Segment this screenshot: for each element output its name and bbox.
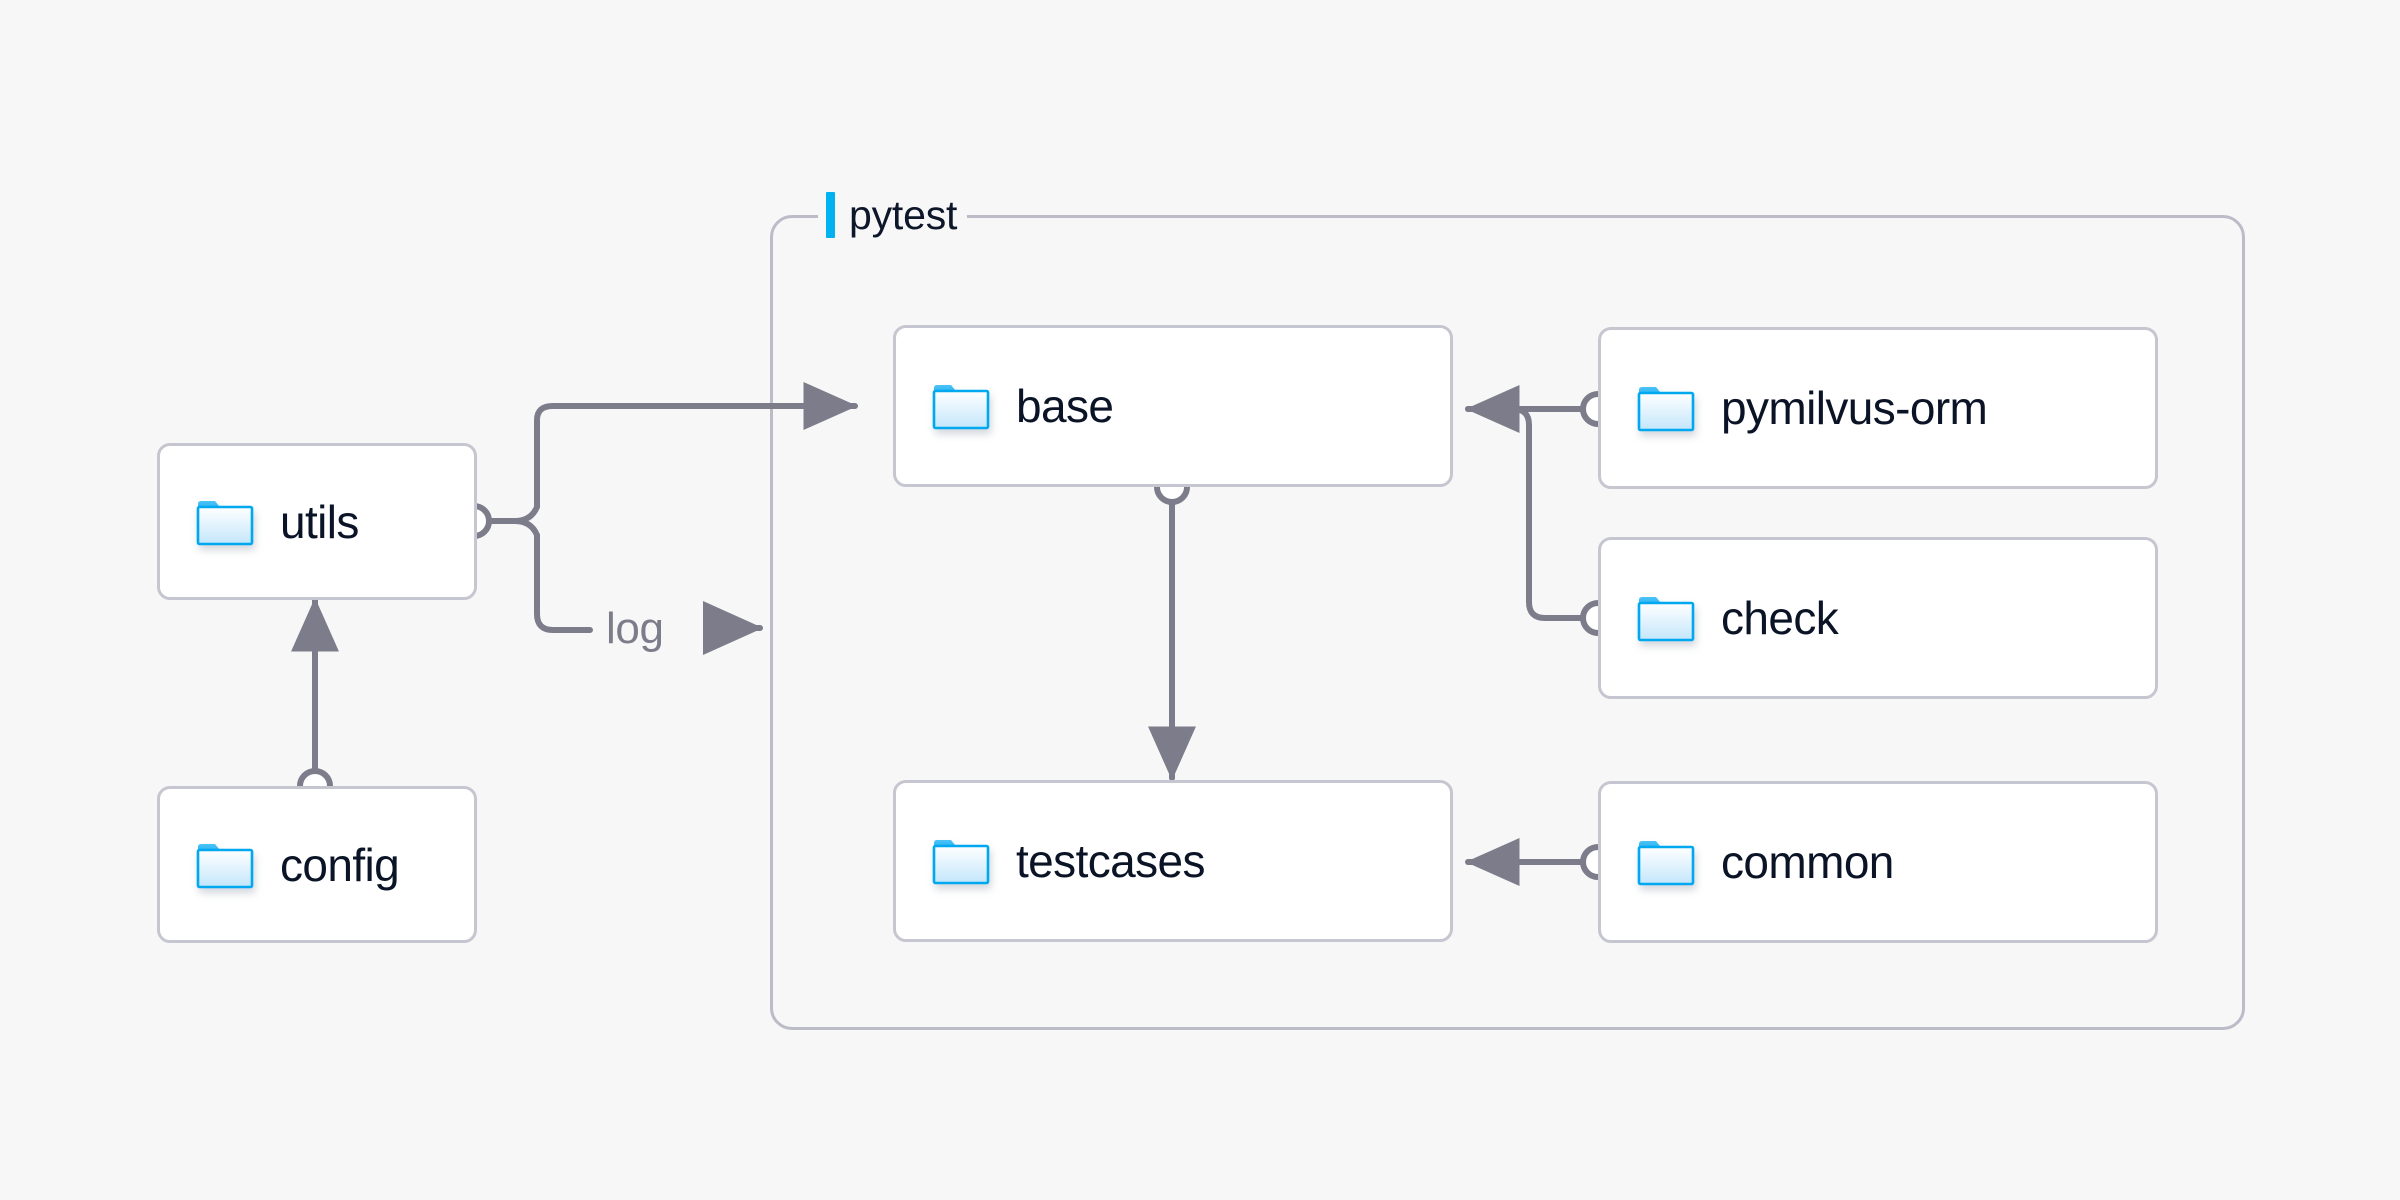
node-pymilvus-orm-content: pymilvus-orm	[1601, 382, 1988, 434]
node-base-label: base	[1016, 380, 1114, 432]
pytest-group-container	[770, 215, 2245, 1030]
node-utils-label: utils	[280, 495, 359, 548]
pytest-group-label: pytest	[849, 191, 958, 238]
folder-icon	[1637, 841, 1695, 886]
pytest-group-title: pytest	[818, 186, 968, 244]
node-common[interactable]: common	[1598, 781, 2158, 943]
edge-label-log-text: log	[606, 604, 664, 653]
node-check-content: check	[1601, 592, 1839, 644]
node-config[interactable]: config	[157, 786, 477, 943]
node-check-label: check	[1721, 592, 1839, 644]
node-base[interactable]: base	[893, 325, 1453, 487]
node-utils[interactable]: utils	[157, 443, 477, 600]
edge-label-log: log	[598, 605, 672, 653]
folder-icon	[932, 840, 990, 885]
node-check[interactable]: check	[1598, 537, 2158, 699]
folder-icon	[196, 843, 254, 888]
node-config-content: config	[160, 838, 400, 891]
node-common-label: common	[1721, 836, 1894, 888]
folder-icon	[1637, 597, 1695, 642]
node-config-label: config	[280, 838, 400, 891]
node-pymilvus-orm-label: pymilvus-orm	[1721, 382, 1988, 434]
folder-icon	[1637, 387, 1695, 432]
accent-bar-icon	[826, 192, 835, 238]
node-testcases-label: testcases	[1016, 835, 1206, 887]
node-testcases[interactable]: testcases	[893, 780, 1453, 942]
node-base-content: base	[896, 380, 1114, 432]
node-utils-content: utils	[160, 498, 359, 546]
node-testcases-content: testcases	[896, 835, 1206, 887]
folder-icon	[196, 500, 254, 545]
folder-icon	[932, 385, 990, 430]
node-pymilvus-orm[interactable]: pymilvus-orm	[1598, 327, 2158, 489]
node-common-content: common	[1601, 838, 1894, 886]
